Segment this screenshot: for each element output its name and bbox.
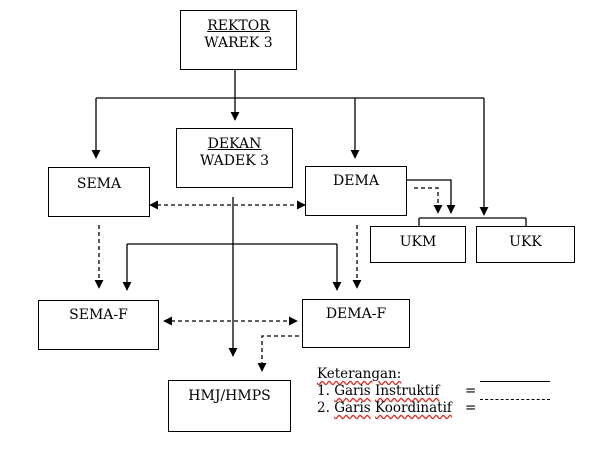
legend-item-instruktif-word2: Instruktif: [375, 383, 440, 399]
node-dekan-title: DEKAN: [207, 136, 262, 152]
legend-item-koordinatif: 2. Garis Koordinatif: [317, 400, 452, 417]
node-ukk: UKK: [476, 226, 575, 263]
legend-item-instruktif-number: 1.: [317, 383, 330, 399]
node-hmj-hmps-label: HMJ/HMPS: [188, 388, 271, 404]
legend: Keterangan: 1. Garis Instruktif 2. Garis…: [317, 366, 550, 417]
legend-item-koordinatif-number: 2.: [317, 400, 330, 416]
node-sema-label: SEMA: [76, 176, 122, 192]
node-ukm-label: UKM: [399, 234, 437, 250]
node-sema: SEMA: [48, 167, 150, 217]
legend-item-koordinatif-word1: Garis: [334, 400, 371, 416]
node-rektor-subtitle: WAREK 3: [204, 35, 273, 51]
node-sema-f: SEMA-F: [38, 300, 159, 350]
legend-title: Keterangan:: [317, 366, 402, 382]
node-hmj-hmps: HMJ/HMPS: [168, 380, 291, 432]
node-dekan-subtitle: WADEK 3: [199, 153, 270, 169]
node-dema-f-label: DEMA-F: [325, 306, 387, 322]
node-dema: DEMA: [305, 166, 407, 216]
legend-item-instruktif: 1. Garis Instruktif: [317, 383, 452, 400]
legend-item-instruktif-word1: Garis: [334, 383, 371, 399]
node-ukm: UKM: [370, 226, 466, 263]
legend-solid-line-sample: [480, 381, 550, 382]
line-dema-ukm: [407, 179, 456, 214]
node-dema-f: DEMA-F: [302, 299, 410, 348]
node-sema-f-label: SEMA-F: [69, 307, 128, 323]
node-rektor: REKTOR WAREK 3: [180, 10, 297, 70]
node-dekan: DEKAN WADEK 3: [176, 128, 293, 188]
legend-instruktif-equals: =: [465, 383, 477, 399]
legend-dashed-line-sample: [480, 399, 550, 400]
node-rektor-title: REKTOR: [207, 18, 270, 34]
dash-demaf-hmj: [257, 335, 299, 372]
legend-koordinatif-equals: =: [465, 400, 477, 416]
dash-dema-ukm: [414, 187, 443, 214]
node-ukk-label: UKK: [509, 234, 542, 250]
node-dema-label: DEMA: [333, 173, 379, 189]
legend-item-koordinatif-word2: Koordinatif: [375, 400, 452, 416]
